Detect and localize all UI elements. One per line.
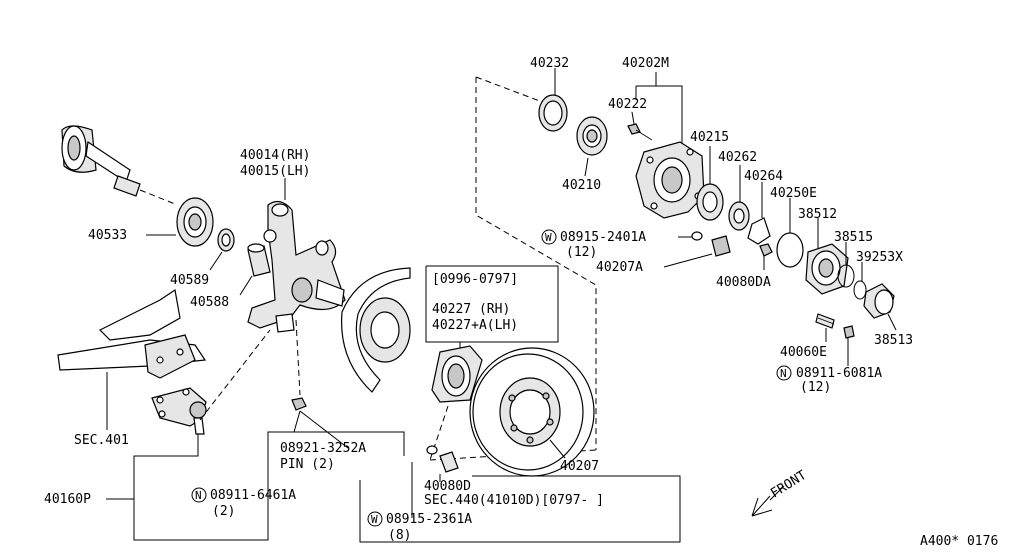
part-40215-bearing [696, 183, 724, 221]
label-front: FRONT [768, 468, 809, 502]
label-date-range: [0996-0797] [432, 272, 518, 287]
label-q2: (2) [212, 504, 235, 519]
part-40207-rotor [469, 347, 595, 477]
part-40533-bearing [176, 197, 214, 247]
part-40202M-hub [635, 141, 705, 219]
label-sec440: SEC.440(41010D)[0797- ] [424, 493, 604, 508]
label-sec401: SEC.401 [74, 433, 129, 448]
part-40207A-bolt [711, 235, 731, 257]
label-40015: 40015(LH) [240, 164, 310, 179]
label-pin2: PIN (2) [280, 457, 335, 472]
label-40227A: 40227+A(LH) [432, 318, 518, 333]
part-38512-hub-lock [805, 243, 849, 295]
label-40589: 40589 [170, 273, 209, 288]
label-40014: 40014(RH) [240, 148, 310, 163]
part-40227-seal [431, 345, 483, 403]
dust-shield [340, 267, 411, 393]
hub-group-outline [475, 76, 597, 450]
part-39253X-ring [853, 280, 867, 300]
part-40588-bushing [247, 243, 271, 277]
part-40264-lockwasher [747, 217, 771, 245]
n-symbol-2: N [780, 367, 787, 380]
label-40232: 40232 [530, 56, 569, 71]
label-38515: 38515 [834, 230, 873, 245]
label-40262: 40262 [718, 150, 757, 165]
n-symbol-1: N [195, 489, 202, 502]
label-38512: 38512 [798, 207, 837, 222]
label-08911-6081A: 08911-6081A [796, 366, 882, 381]
label-40207: 40207 [560, 459, 599, 474]
part-08921-nut [291, 397, 307, 411]
label-40060E: 40060E [780, 345, 827, 360]
part-38513-cap [863, 283, 895, 319]
w-symbol-1: W [545, 231, 552, 244]
axle-shaft [61, 125, 176, 205]
part-40080D-bolt [426, 445, 459, 473]
part-08911-6081A-nut [843, 325, 855, 339]
label-40080D: 40080D [424, 479, 471, 494]
label-q8: (8) [388, 528, 411, 543]
part-40060E-stud [815, 313, 835, 329]
part-40232-seal [538, 94, 568, 132]
label-40250E: 40250E [770, 186, 817, 201]
label-q12b: (12) [800, 380, 831, 395]
label-40264: 40264 [744, 169, 783, 184]
part-40589-ring [217, 228, 235, 252]
part-40014-knuckle [247, 200, 346, 333]
w-symbol-2: W [371, 513, 378, 526]
label-40080DA: 40080DA [716, 275, 771, 290]
front-arrow-icon [751, 485, 785, 517]
label-40202M: 40202M [622, 56, 669, 71]
label-40215: 40215 [690, 130, 729, 145]
part-40222-stud [627, 123, 653, 141]
label-40207A: 40207A [596, 260, 643, 275]
label-40227: 40227 (RH) [432, 302, 510, 317]
label-40588: 40588 [190, 295, 229, 310]
label-08915-2401A: 08915-2401A [560, 230, 646, 245]
label-08911-6461A: 08911-6461A [210, 488, 296, 503]
label-08915-2361A: 08915-2361A [386, 512, 472, 527]
label-40210: 40210 [562, 178, 601, 193]
label-40160P: 40160P [44, 492, 91, 507]
label-40533: 40533 [88, 228, 127, 243]
part-40080DA-nut [759, 243, 773, 257]
diagram-reference-code: A400* 0176 [920, 534, 998, 549]
label-08921: 08921-3252A [280, 441, 366, 456]
part-08915-2401A-washer [691, 231, 703, 241]
part-40250E-gasket [776, 232, 804, 268]
lower-arm [57, 288, 207, 379]
label-40222: 40222 [608, 97, 647, 112]
part-40210-bearing [576, 116, 608, 156]
part-40160P-ball-joint [151, 387, 207, 435]
label-39253X: 39253X [856, 250, 903, 265]
label-q12a: (12) [566, 245, 597, 260]
label-38513: 38513 [874, 333, 913, 348]
part-40262-washer [728, 201, 750, 231]
